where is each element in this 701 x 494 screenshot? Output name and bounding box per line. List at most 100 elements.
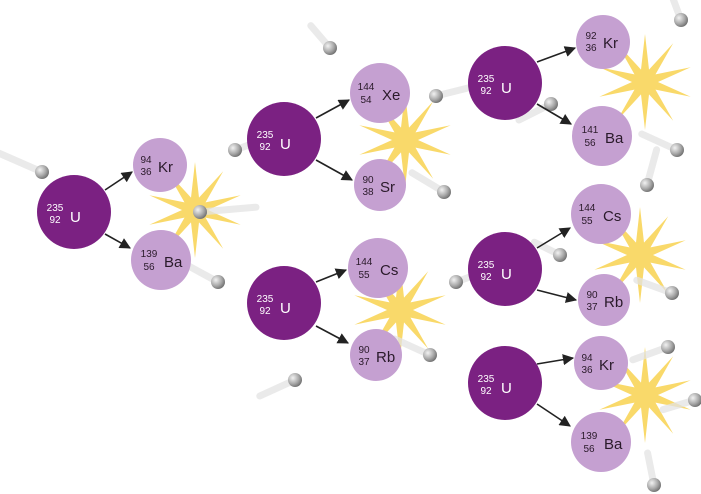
fragment-nucleus-rb90: 90 37 Rb [350, 329, 402, 381]
reaction-arrow [104, 171, 133, 191]
neutron [408, 169, 451, 199]
svg-text:Cs: Cs [603, 208, 621, 225]
neutron [530, 238, 567, 262]
svg-text:92: 92 [259, 142, 271, 153]
uranium-nucleus: 235 92 U [468, 232, 542, 306]
svg-text:Kr: Kr [603, 35, 618, 52]
svg-text:94: 94 [581, 353, 593, 364]
mass-number: 235 [47, 203, 64, 214]
neutron-particle [670, 143, 684, 157]
svg-text:141: 141 [582, 125, 599, 136]
fragment-nucleus-cs144: 144 55 Cs [571, 184, 631, 244]
svg-text:37: 37 [586, 302, 598, 313]
neutron-particle [449, 275, 463, 289]
fragment-nucleus-cs144: 144 55 Cs [348, 238, 408, 298]
svg-text:139: 139 [141, 249, 158, 260]
neutron [633, 276, 679, 300]
reaction-arrow [536, 227, 571, 249]
svg-text:U: U [501, 80, 512, 97]
energy-flash [354, 262, 446, 358]
uranium-nucleus: 235 92 U [468, 46, 542, 120]
svg-text:235: 235 [478, 74, 495, 85]
svg-text:36: 36 [581, 365, 593, 376]
svg-text:144: 144 [356, 257, 373, 268]
svg-text:235: 235 [257, 294, 274, 305]
svg-text:Ba: Ba [164, 254, 183, 271]
svg-text:36: 36 [585, 43, 597, 54]
neutron-particle [228, 143, 242, 157]
svg-text:56: 56 [584, 138, 596, 149]
svg-text:55: 55 [358, 270, 370, 281]
neutron-particle [288, 373, 302, 387]
neutron-particle [35, 165, 49, 179]
svg-text:Cs: Cs [380, 262, 398, 279]
svg-text:Kr: Kr [599, 357, 614, 374]
neutron-particle [661, 340, 675, 354]
neutron [669, 0, 688, 27]
svg-text:92: 92 [259, 306, 271, 317]
svg-text:U: U [280, 300, 291, 317]
fragment-nucleus-kr92: 92 36 Kr [576, 15, 630, 69]
svg-text:235: 235 [478, 260, 495, 271]
neutron-trail [196, 203, 260, 216]
fragment-nucleus-sr90: 90 38 Sr [354, 159, 406, 211]
reaction-arrow [315, 268, 348, 283]
svg-text:Xe: Xe [382, 87, 400, 104]
neutron [638, 130, 684, 157]
svg-text:Rb: Rb [604, 294, 623, 311]
neutron [256, 373, 302, 400]
svg-text:90: 90 [586, 290, 598, 301]
neutron-particle [674, 13, 688, 27]
svg-text:92: 92 [480, 86, 492, 97]
svg-text:235: 235 [478, 374, 495, 385]
fragment-nucleus-ba139: 139 56 Ba [571, 412, 631, 472]
svg-text:56: 56 [583, 444, 595, 455]
neutron [193, 203, 260, 219]
svg-text:U: U [501, 380, 512, 397]
neutron-particle [423, 348, 437, 362]
uranium-nucleus: 235 92 U [247, 266, 321, 340]
svg-text:U: U [501, 266, 512, 283]
neutron [644, 449, 661, 492]
neutron-particle [437, 185, 451, 199]
energy-flash [594, 207, 686, 303]
reaction-arrow [536, 46, 577, 63]
reaction-arrow [315, 325, 349, 344]
neutron-particle [544, 97, 558, 111]
fragment-nucleus-ba139: 139 56 Ba [131, 230, 191, 290]
svg-text:92: 92 [585, 31, 597, 42]
neutron [429, 82, 478, 103]
neutron-trail [0, 149, 46, 176]
svg-text:55: 55 [581, 216, 593, 227]
svg-text:144: 144 [579, 203, 596, 214]
svg-text:Rb: Rb [376, 349, 395, 366]
svg-text:90: 90 [358, 345, 370, 356]
energy-flash [599, 347, 691, 443]
neutron-particle [429, 89, 443, 103]
reaction-arrow [536, 403, 571, 427]
reaction-arrow [104, 233, 131, 249]
neutron-particle [553, 248, 567, 262]
fragment-nucleus-ba141: 141 56 Ba [572, 106, 632, 166]
reaction-arrow [315, 99, 350, 119]
svg-text:Kr: Kr [158, 159, 173, 176]
energy-flash [599, 34, 691, 130]
uranium-nucleus: 235 92 U [247, 102, 321, 176]
uranium-nucleus: 235 92 U [37, 175, 111, 249]
uranium-nucleus: 235 92 U [468, 346, 542, 420]
neutron-particle [665, 286, 679, 300]
svg-text:92: 92 [480, 386, 492, 397]
fragment-nucleus-rb90: 90 37 Rb [578, 274, 630, 326]
svg-text:144: 144 [358, 82, 375, 93]
neutron-particle [193, 205, 207, 219]
svg-text:94: 94 [140, 155, 152, 166]
svg-text:54: 54 [360, 95, 372, 106]
reaction-arrow [536, 103, 572, 125]
neutron-particle [647, 478, 661, 492]
neutron-particle [211, 275, 225, 289]
neutron-particle [640, 178, 654, 192]
reaction-arrow [536, 289, 578, 303]
svg-text:Ba: Ba [605, 130, 624, 147]
